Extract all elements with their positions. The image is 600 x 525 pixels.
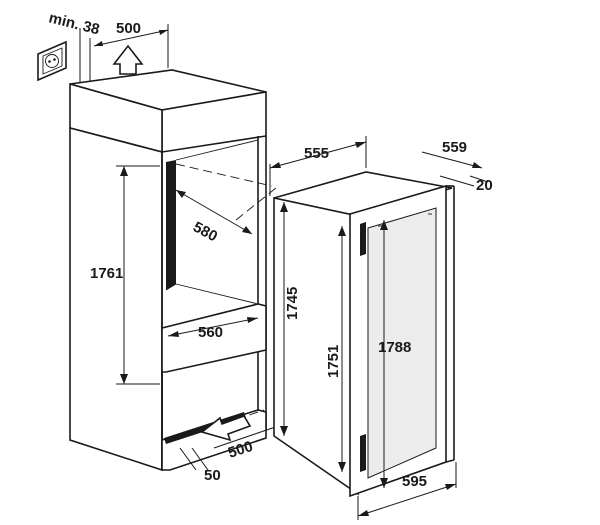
appliance bbox=[273, 171, 455, 498]
power-socket-icon bbox=[37, 40, 67, 82]
door-thickness-label: 20 bbox=[476, 177, 493, 194]
min-gap-label: min. 38 bbox=[47, 9, 101, 38]
appliance-width-label: 595 bbox=[402, 473, 427, 490]
niche-depth-label: 580 bbox=[190, 219, 220, 246]
niche-width-label: 560 bbox=[198, 324, 223, 341]
bottom-vent-height-label: 50 bbox=[204, 467, 221, 484]
ventilation-in-arrow-icon bbox=[200, 415, 252, 442]
appliance-inner-height-label: 1751 bbox=[325, 345, 342, 378]
appliance-depth-label: 555 bbox=[304, 145, 329, 162]
appliance-depth-door-label: 559 bbox=[442, 139, 467, 156]
appliance-body-height-label: 1745 bbox=[284, 287, 301, 320]
appliance-total-height-label: 1788 bbox=[378, 339, 411, 356]
appliance-dimensions: 555 559 20 1745 1751 1788 595 bbox=[269, 136, 493, 520]
ventilation-up-arrow-icon bbox=[112, 44, 144, 75]
niche-height-label: 1761 bbox=[90, 265, 123, 282]
top-vent-dimensions: min. 38 500 bbox=[47, 9, 169, 82]
bottom-vent-width-label: 500 bbox=[226, 438, 255, 462]
top-vent-width-label: 500 bbox=[116, 20, 141, 37]
